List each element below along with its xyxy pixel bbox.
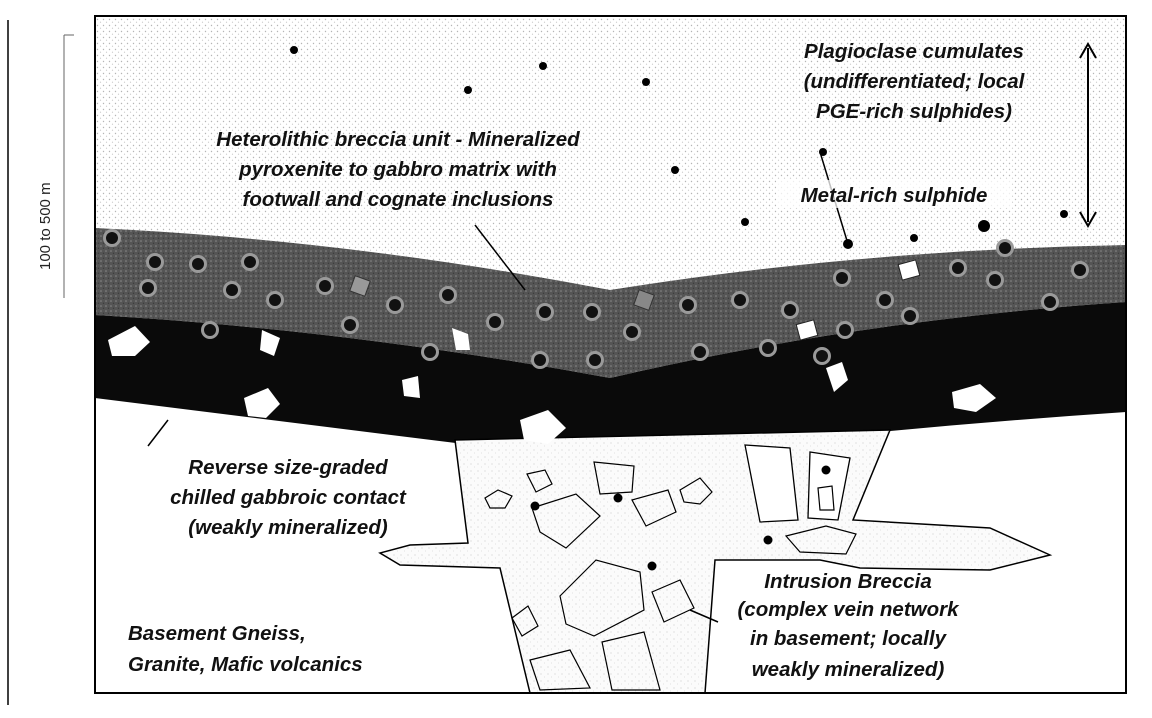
breccia-inclusion (389, 299, 401, 311)
metal-rich-sulphide-dot (978, 220, 990, 232)
breccia-inclusion (442, 289, 454, 301)
breccia-inclusion (204, 324, 216, 336)
breccia-inclusion (816, 350, 828, 362)
label-line: Reverse size-graded (188, 456, 388, 479)
label-heterolithic-breccia: Heterolithic breccia unit - Mineralized … (216, 128, 580, 211)
breccia-inclusion (682, 299, 694, 311)
breccia-inclusion (904, 310, 916, 322)
metal-rich-sulphide-dot (671, 166, 679, 174)
label-line: (weakly mineralized) (188, 516, 388, 539)
sulphide-dot (648, 562, 657, 571)
breccia-inclusion (539, 306, 551, 318)
breccia-inclusion (192, 258, 204, 270)
breccia-inclusion (626, 326, 638, 338)
label-plagioclase-cumulates: Plagioclase cumulates (undifferentiated;… (804, 40, 1026, 123)
metal-rich-sulphide-dot (290, 46, 298, 54)
breccia-inclusion (1044, 296, 1056, 308)
metal-rich-sulphide-dot (910, 234, 918, 242)
breccia-inclusion (586, 306, 598, 318)
metal-rich-sulphide-dot (741, 218, 749, 226)
scale-bar-label: 100 to 500 m (37, 182, 54, 270)
label-line: Granite, Mafic volcanics (128, 653, 363, 676)
metal-rich-sulphide-dot (642, 78, 650, 86)
breccia-inclusion (762, 342, 774, 354)
breccia-inclusion (269, 294, 281, 306)
metal-rich-sulphide-dot (1060, 210, 1068, 218)
scale-bar: 100 to 500 m (37, 35, 74, 298)
breccia-inclusion (989, 274, 1001, 286)
label-line: weakly mineralized) (752, 658, 945, 681)
label-reverse-size-graded: Reverse size-graded chilled gabbroic con… (170, 456, 407, 539)
metal-rich-sulphide-dot (539, 62, 547, 70)
label-line: Metal-rich sulphide (801, 184, 988, 207)
breccia-inclusion (952, 262, 964, 274)
sulphide-dot (822, 466, 831, 475)
label-line: footwall and cognate inclusions (243, 188, 554, 211)
label-line: Intrusion Breccia (764, 570, 931, 593)
label-line: PGE-rich sulphides) (816, 100, 1012, 123)
breccia-inclusion (1074, 264, 1086, 276)
breccia-inclusion (589, 354, 601, 366)
breccia-inclusion (534, 354, 546, 366)
breccia-inclusion (489, 316, 501, 328)
breccia-inclusion (879, 294, 891, 306)
sulphide-dot (614, 494, 623, 503)
sulphide-dot (764, 536, 773, 545)
breccia-inclusion (344, 319, 356, 331)
breccia-inclusion (694, 346, 706, 358)
label-line: in basement; locally (750, 627, 948, 650)
breccia-inclusion (226, 284, 238, 296)
label-line: Basement Gneiss, (128, 622, 306, 645)
label-line: chilled gabbroic contact (170, 486, 407, 509)
label-line: Plagioclase cumulates (804, 40, 1024, 63)
breccia-inclusion (244, 256, 256, 268)
breccia-inclusion (106, 232, 118, 244)
metal-rich-sulphide-dot (464, 86, 472, 94)
breccia-inclusion (424, 346, 436, 358)
sulphide-dot (531, 502, 540, 511)
breccia-inclusion (142, 282, 154, 294)
breccia-inclusion (319, 280, 331, 292)
breccia-inclusion (149, 256, 161, 268)
breccia-inclusion (839, 324, 851, 336)
label-line: Heterolithic breccia unit - Mineralized (216, 128, 580, 151)
label-metal-rich-sulphide: Metal-rich sulphide (776, 180, 1012, 208)
breccia-inclusion (999, 242, 1011, 254)
breccia-inclusion (836, 272, 848, 284)
label-line: (undifferentiated; local (804, 70, 1026, 93)
breccia-inclusion (784, 304, 796, 316)
breccia-inclusion (734, 294, 746, 306)
label-line: (complex vein network (737, 598, 960, 621)
label-line: pyroxenite to gabbro matrix with (238, 158, 557, 181)
